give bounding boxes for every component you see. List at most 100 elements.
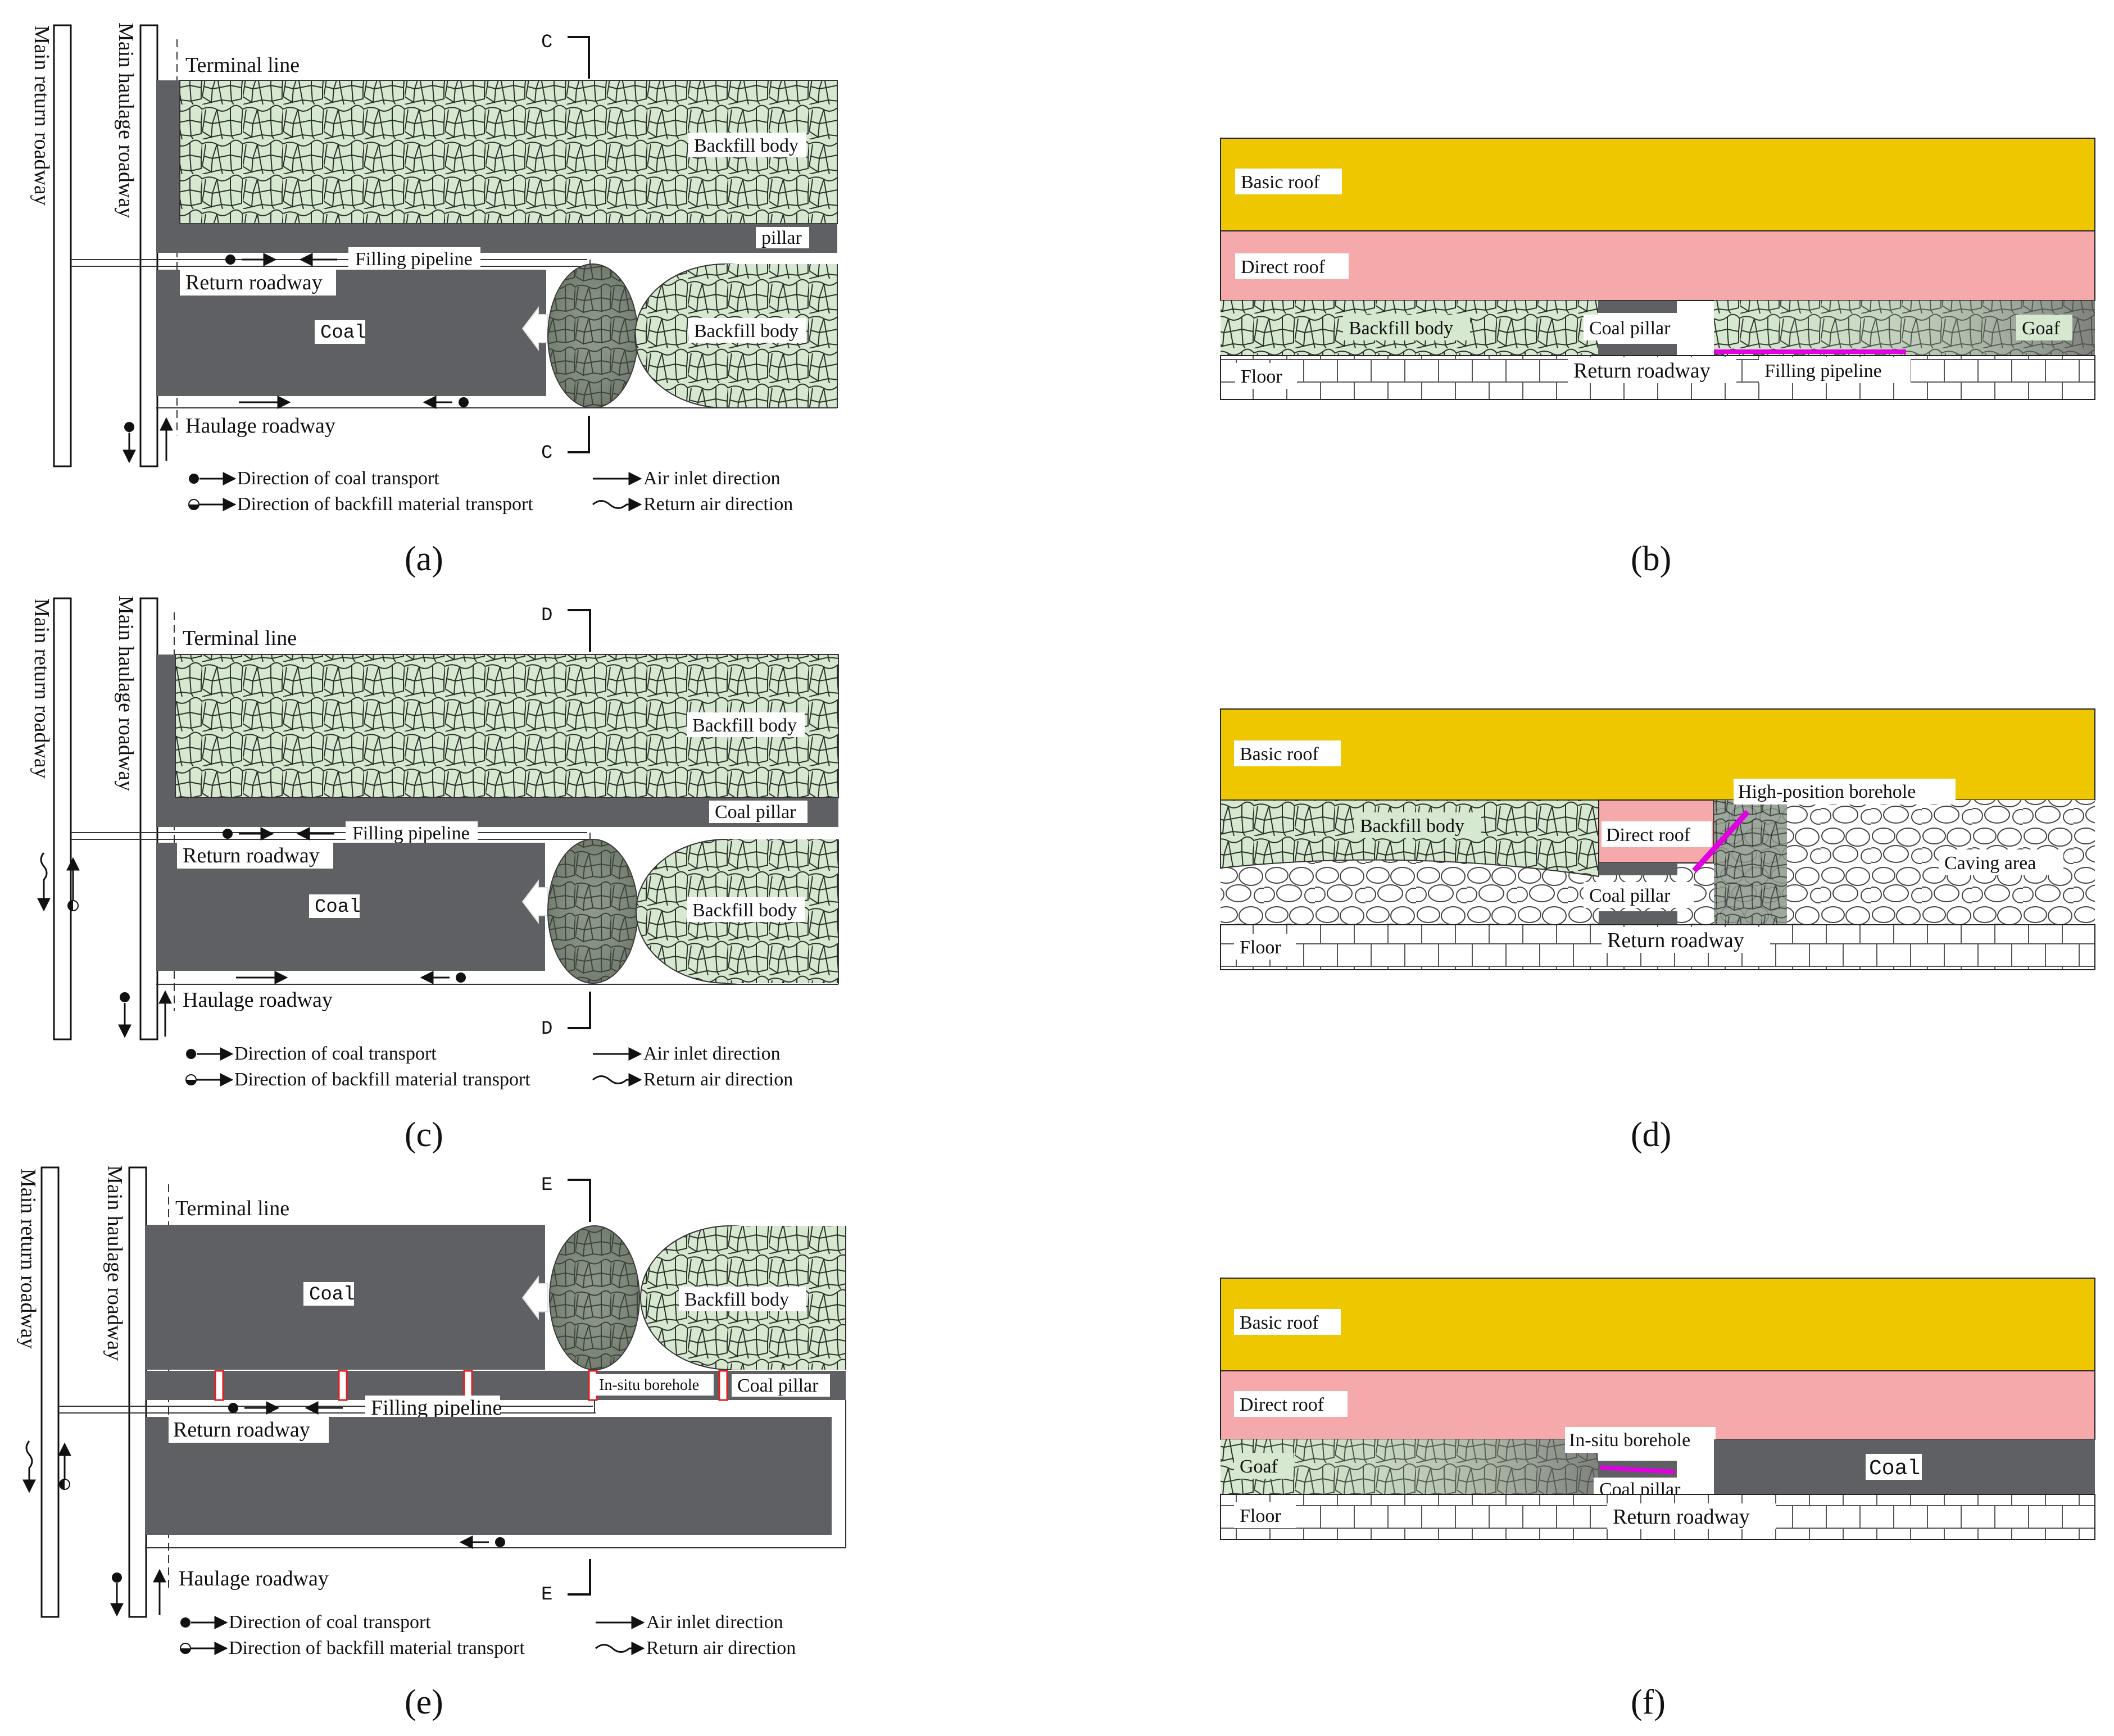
basic-roof-label: Basic roof [1241,172,1320,193]
coal-tag [1866,1454,1922,1480]
main-haulage-roadway-label: Main haulage roadway [103,1165,126,1361]
panel-a: Main return roadway Main haulage roadway… [30,22,838,578]
return-roadway-label: Return roadway [173,1418,310,1442]
legend-return-air-text: Return air direction [646,1638,796,1658]
caption-e: (e) [405,1683,443,1721]
coal-pillar-bottom [1598,344,1677,356]
legend-air-text: Air inlet direction [646,1612,783,1633]
basic-roof-layer [1220,708,2095,801]
high-borehole-label: High-position borehole [1738,781,1916,802]
coal-transport-dot [495,1537,505,1547]
direct-roof-tag [1235,253,1349,279]
high-borehole-tag [1734,779,1956,805]
panel-c: Main return roadway Main haulage roadway… [30,596,839,1154]
panel-b: Basic roof Direct roof Backfill body Coa… [1220,138,2095,578]
pillar-tag [732,1374,830,1397]
coal-pillar-label: Coal pillar [1589,318,1671,339]
backfill-transport-dot [225,255,235,265]
floor-tag [1235,363,1297,389]
legend-return-air-text: Return air direction [643,1069,793,1090]
goaf-tag [2016,315,2072,340]
section-bottom-letter: C [541,443,552,464]
floor-tag [1234,934,1296,960]
backfill-right-label: Backfill body [684,1289,789,1310]
terminal-line-label: Terminal line [175,1197,289,1220]
main-return-roadway-bar [40,1166,60,1618]
pillar-tag [756,227,809,248]
backfill-transport-dot [223,829,233,839]
legend-backfill-half [180,1648,190,1653]
main-haulage-roadway-label: Main haulage roadway [114,596,138,791]
in-situ-label: In-situ borehole [599,1376,699,1394]
return-roadway-tag [1602,927,1770,953]
basic-roof-layer [1220,138,2095,231]
coal-down-dot [124,422,134,432]
return-air-down-icon [37,852,51,912]
section-bottom-letter: E [541,1584,552,1606]
section-top-letter: D [541,605,552,626]
floor-label: Floor [1240,937,1281,958]
section-bottom-letter: D [541,1019,552,1040]
haulage-roadway-label: Haulage roadway [183,988,333,1012]
legend-coal-dot [186,1049,196,1059]
backfill-up-half [60,1479,65,1489]
goaf-label: Goaf [2022,318,2061,339]
pillar-band [145,1371,846,1400]
legend-return-air-text: Return air direction [643,494,793,515]
legend-return-air-icon [595,1642,645,1655]
backfill-label: Backfill body [1349,318,1453,339]
coal-transport-dot [459,397,469,407]
return-roadway-label: Return roadway [1613,1505,1750,1529]
coal-down-dot [112,1573,122,1583]
caption-b: (b) [1631,540,1671,578]
pillar-label: Coal pillar [715,802,796,822]
pillar-tag [709,801,808,823]
backfill-tag [1343,315,1470,340]
filling-ellipse-dark-shade [548,264,638,408]
borehole-2 [338,1370,348,1401]
basic-roof-tag [1235,169,1342,194]
filling-pipeline-tag [346,821,478,845]
legend-backfill-half [189,505,199,510]
coal-label: Coal [315,897,361,918]
legend-coal-text: Direction of coal transport [229,1612,431,1633]
coal-strip-left [156,80,182,224]
main-haulage-roadway-label: Main haulage roadway [114,22,138,218]
backfill-right-tag [687,897,805,922]
backfill-top-label: Backfill body [692,715,797,736]
coal-strip-left [156,655,178,798]
section-top-mark [568,36,590,79]
basic-roof-tag [1234,740,1341,766]
main-return-roadway-label: Main return roadway [30,25,53,206]
section-bottom-mark [568,992,591,1029]
filling-pipeline-label: Filling pipeline [371,1396,502,1420]
legend-air-text: Air inlet direction [643,1043,781,1064]
backfill-label: Backfill body [1360,816,1464,837]
in-situ-tag [596,1374,714,1396]
direct-roof-label: Direct roof [1241,257,1326,278]
advance-arrow-icon [521,879,548,924]
backfill-top-tag [687,712,805,737]
in-situ-label: In-situ borehole [1569,1430,1690,1451]
caption-a: (a) [405,540,443,578]
section-top-mark [568,609,591,652]
legend-air-text: Air inlet direction [643,468,781,489]
backfill-tag [1354,812,1481,838]
legend-return-air-icon [592,498,642,511]
basic-roof-layer [1220,1278,2095,1371]
pillar-label: pillar [761,228,802,248]
coal-pillar-tag [1584,882,1694,908]
filling-pipeline-tag [348,247,480,271]
coal-transport-dot [456,972,466,983]
backfill-right-tag [688,318,806,343]
floor-label: Floor [1241,366,1282,387]
caving-area-label: Caving area [1944,853,2036,874]
coal-pillar-tag [1584,315,1694,340]
legend-backfill-text: Direction of backfill material transport [237,494,533,515]
terminal-line-label: Terminal line [185,53,300,77]
return-air-down-icon [22,1440,36,1493]
goaf-label: Goaf [1240,1456,1278,1477]
in-situ-borehole-line [1600,1465,1675,1474]
basic-roof-label: Basic roof [1240,1312,1319,1333]
